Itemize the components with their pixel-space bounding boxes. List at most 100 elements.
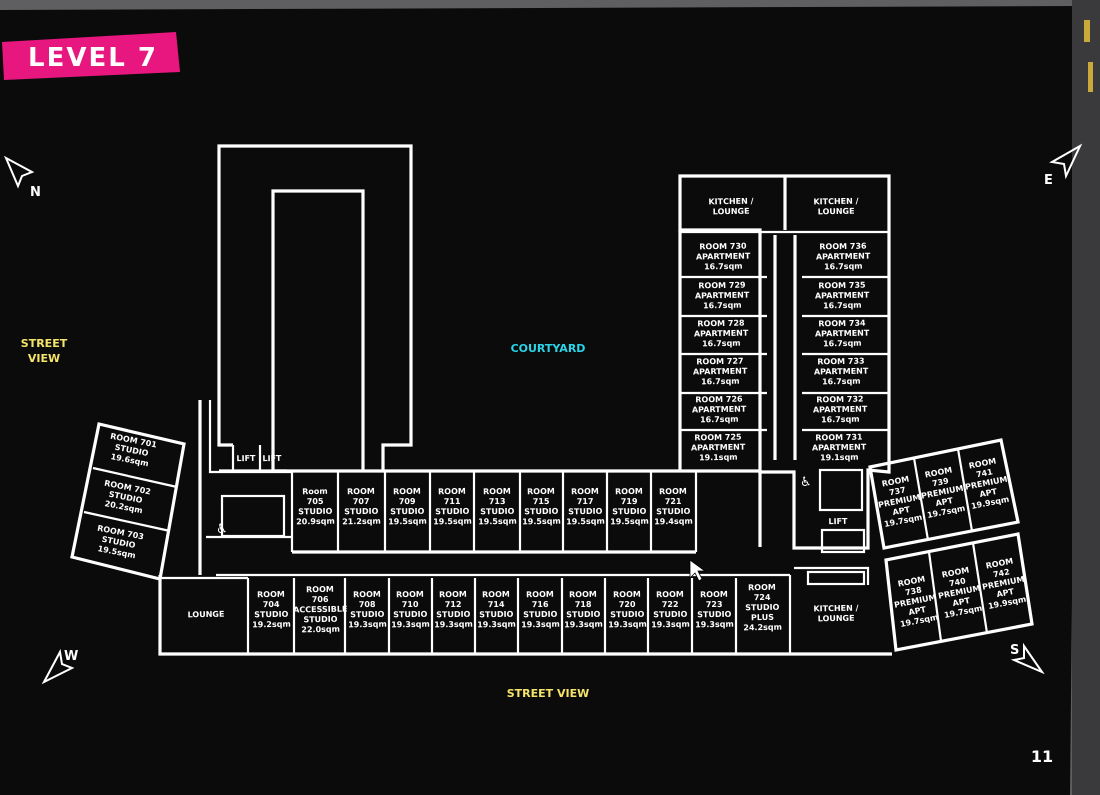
room-label-line: LIFT: [828, 517, 848, 526]
south-row-partitions: [246, 578, 738, 654]
room-label-line: STUDIO: [350, 610, 384, 620]
room-label-r713: ROOM713STUDIO19.5sqm: [478, 487, 517, 527]
room-label-line: STUDIO: [479, 610, 513, 620]
room-label-kitchen-bottom: KITCHEN /LOUNGE: [813, 604, 858, 624]
room-label-line: STUDIO: [390, 507, 424, 517]
room-label-line: ROOM: [656, 590, 684, 599]
room-label-line: STUDIO: [254, 610, 288, 620]
room-label-line: 19.1sqm: [699, 453, 738, 463]
room-label-r714: ROOM714STUDIO19.3sqm: [477, 590, 516, 630]
east-stair: [818, 468, 864, 512]
room-label-line: 19.3sqm: [695, 620, 734, 630]
room-label-r712: ROOM712STUDIO19.3sqm: [434, 590, 473, 630]
room-label-line: 16.7sqm: [704, 262, 743, 272]
room-label-line: APT: [892, 505, 911, 517]
room-label-line: 720: [619, 600, 636, 609]
room-label-line: ROOM: [613, 590, 641, 599]
east-wing-divider: [971, 542, 989, 634]
room-label-line: 19.1sqm: [820, 453, 859, 463]
room-label-line: ROOM: [353, 590, 381, 599]
west-wing-divider: [92, 466, 178, 489]
room-label-r721: ROOM721STUDIO19.4sqm: [654, 487, 693, 527]
room-label-r718: ROOM718STUDIO19.3sqm: [564, 590, 603, 630]
room-label-r730: ROOM 730APARTMENT16.7sqm: [696, 242, 751, 272]
room-label-line: 706: [312, 595, 329, 604]
room-label-line: APARTMENT: [815, 329, 870, 339]
room-label-r715: ROOM715STUDIO19.5sqm: [522, 487, 561, 527]
courtyard-label: COURTYARD: [511, 342, 586, 355]
compass-n-label: N: [30, 185, 41, 200]
west-wing-divider: [83, 510, 171, 533]
room-label-line: 16.7sqm: [824, 262, 863, 272]
room-label-line: STUDIO: [612, 507, 646, 517]
room-label-kitchen-left: KITCHEN /LOUNGE: [708, 197, 753, 217]
room-label-line: ROOM 732: [816, 395, 863, 405]
room-label-r733: ROOM 733APARTMENT16.7sqm: [814, 357, 869, 387]
room-label-line: STUDIO: [435, 507, 469, 517]
wheelchair-icon: ♿: [216, 522, 228, 537]
street-view-left-line1: STREET: [21, 337, 68, 350]
level-title: LEVEL 7: [28, 43, 158, 73]
room-label-line: ROOM: [615, 487, 643, 496]
room-label-line: ROOM: [347, 487, 375, 496]
room-label-line: APARTMENT: [696, 252, 751, 262]
room-label-line: APT: [908, 605, 927, 617]
room-label-line: 19.4sqm: [654, 517, 693, 527]
room-label-line: ROOM 734: [818, 319, 866, 329]
room-label-line: STUDIO: [745, 603, 779, 613]
west-wing-wall: [70, 422, 186, 581]
east-tower-partitions: [680, 275, 889, 432]
room-label-r724: ROOM724STUDIOPLUS24.2sqm: [743, 583, 782, 633]
room-label-line: 717: [577, 497, 594, 506]
room-label-r704: ROOM704STUDIO19.2sqm: [252, 590, 291, 630]
room-label-line: STUDIO: [436, 610, 470, 620]
room-label-r731: ROOM 731APARTMENT19.1sqm: [812, 433, 867, 463]
room-label-r720: ROOM720STUDIO19.3sqm: [608, 590, 647, 630]
room-label-r706: ROOM706ACCESSIBLESTUDIO22.0sqm: [293, 585, 348, 635]
room-label-line: STUDIO: [697, 610, 731, 620]
east-service: [806, 570, 866, 586]
room-label-line: APT: [935, 496, 954, 508]
room-label-line: 709: [399, 497, 416, 506]
room-label-line: 708: [359, 600, 376, 609]
compass-south: S: [1010, 642, 1045, 675]
room-label-line: 710: [402, 600, 419, 609]
room-label-line: STUDIO: [303, 615, 337, 625]
room-label-line: 19.3sqm: [348, 620, 387, 630]
room-label-line: 712: [445, 600, 462, 609]
room-label-line: ROOM: [571, 487, 599, 496]
room-label-r711: ROOM711STUDIO19.5sqm: [433, 487, 472, 527]
room-label-line: 707: [353, 497, 370, 506]
east-wing-lower-wall: [884, 532, 1034, 652]
room-label-line: APARTMENT: [692, 405, 747, 415]
room-label-line: 19.5sqm: [433, 517, 472, 527]
monitor-edge-mark: [1088, 62, 1093, 92]
room-label-line: ROOM 730: [699, 242, 747, 252]
room-label-line: 19.5sqm: [478, 517, 517, 527]
room-label-line: 737: [888, 485, 906, 497]
room-label-line: STUDIO: [344, 507, 378, 517]
room-label-line: 719: [621, 497, 638, 506]
room-label-line: ROOM: [439, 590, 467, 599]
room-label-lift-1: LIFT: [236, 454, 256, 463]
room-label-line: ROOM 726: [695, 395, 743, 405]
room-label-line: 739: [931, 476, 950, 488]
room-label-line: ROOM: [659, 487, 687, 496]
east-arrow-icon: [1049, 143, 1083, 180]
room-label-r726: ROOM 726APARTMENT16.7sqm: [692, 395, 747, 425]
room-label-r723: ROOM723STUDIO19.3sqm: [695, 590, 734, 630]
room-label-line: ACCESSIBLE: [293, 605, 347, 615]
room-label-line: 724: [754, 593, 771, 602]
room-label-line: LIFT: [262, 454, 282, 463]
room-label-line: APARTMENT: [814, 367, 869, 377]
room-label-line: STUDIO: [568, 507, 602, 517]
room-label-line: 718: [575, 600, 592, 609]
west-arrow-icon: [41, 648, 75, 685]
room-label-line: ROOM 735: [818, 281, 866, 291]
room-label-line: ROOM: [396, 590, 424, 599]
room-label-line: 704: [263, 600, 280, 609]
mouse-cursor-icon: [689, 559, 707, 582]
room-label-line: 722: [662, 600, 679, 609]
room-label-line: 715: [533, 497, 550, 506]
room-label-r717: ROOM717STUDIO19.5sqm: [566, 487, 605, 527]
